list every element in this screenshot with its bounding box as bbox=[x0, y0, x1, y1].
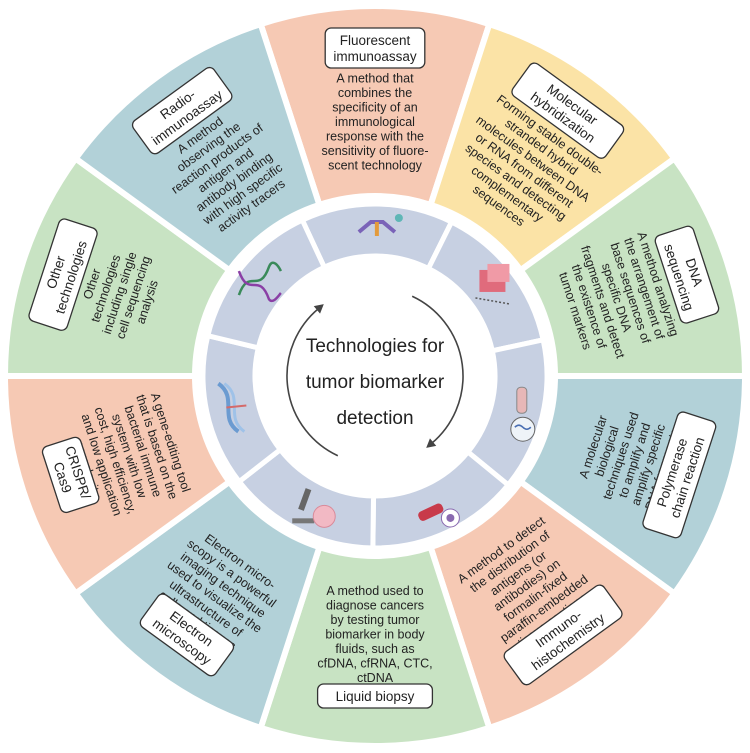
arrow-head-icon bbox=[426, 438, 437, 448]
segment-title-box bbox=[131, 66, 233, 155]
crispr-dna-icon bbox=[217, 381, 247, 434]
segment-description-line: combines the bbox=[338, 86, 412, 100]
segment-title-box bbox=[503, 584, 623, 686]
segment-title-box bbox=[324, 27, 426, 69]
segment-description-line: scent technology bbox=[328, 159, 423, 173]
segment-description-line: by testing tumor bbox=[331, 613, 420, 627]
inner-ring-slot bbox=[204, 216, 328, 351]
segment-title: Liquid biopsy bbox=[336, 689, 415, 704]
center-title: detection bbox=[336, 408, 413, 429]
dna-chip-icon bbox=[475, 263, 510, 305]
segment-title-box bbox=[28, 218, 98, 331]
center-circle bbox=[261, 262, 489, 490]
segment-description-line: specificity of an bbox=[332, 101, 418, 115]
segment-description-line: ctDNA bbox=[357, 671, 394, 685]
segment-title-box bbox=[41, 436, 100, 514]
segment-radio-immunoassay bbox=[71, 20, 324, 275]
segment-title-box bbox=[511, 62, 625, 159]
center-title: Technologies for bbox=[306, 336, 445, 357]
segment-description-line: sensitivity of fluore- bbox=[322, 144, 429, 158]
segment-title-box bbox=[654, 225, 720, 324]
microscope-icon bbox=[292, 488, 336, 528]
test-tube-icon bbox=[510, 386, 536, 442]
segment-description-line: diagnose cancers bbox=[326, 599, 424, 613]
cycle-arrow-right bbox=[411, 295, 464, 445]
segment-title-box bbox=[139, 593, 235, 677]
segment-description-line: response with the bbox=[326, 130, 424, 144]
arrow-head-icon bbox=[313, 304, 324, 314]
segment-description-line: A method that bbox=[336, 72, 414, 86]
segment-title-box bbox=[316, 683, 434, 709]
segment-description-line: fluids, such as bbox=[335, 642, 414, 656]
segment-title: Fluorescent bbox=[340, 33, 411, 48]
cycle-arrow-left bbox=[286, 307, 339, 457]
segment-title: immunoassay bbox=[333, 49, 417, 64]
dna-helix-icon bbox=[237, 261, 283, 303]
center-title: tumor biomarker bbox=[306, 372, 445, 393]
segment-title-box bbox=[642, 411, 717, 539]
segment-description-line: cfDNA, cfRNA, CTC, bbox=[317, 657, 432, 671]
blood-sample-icon bbox=[418, 503, 460, 528]
segment-description-line: immunological bbox=[335, 115, 415, 129]
segment-description-line: A method used to bbox=[326, 584, 423, 598]
antibody-icon bbox=[357, 214, 403, 237]
segment-description-line: biomarker in body bbox=[325, 628, 425, 642]
